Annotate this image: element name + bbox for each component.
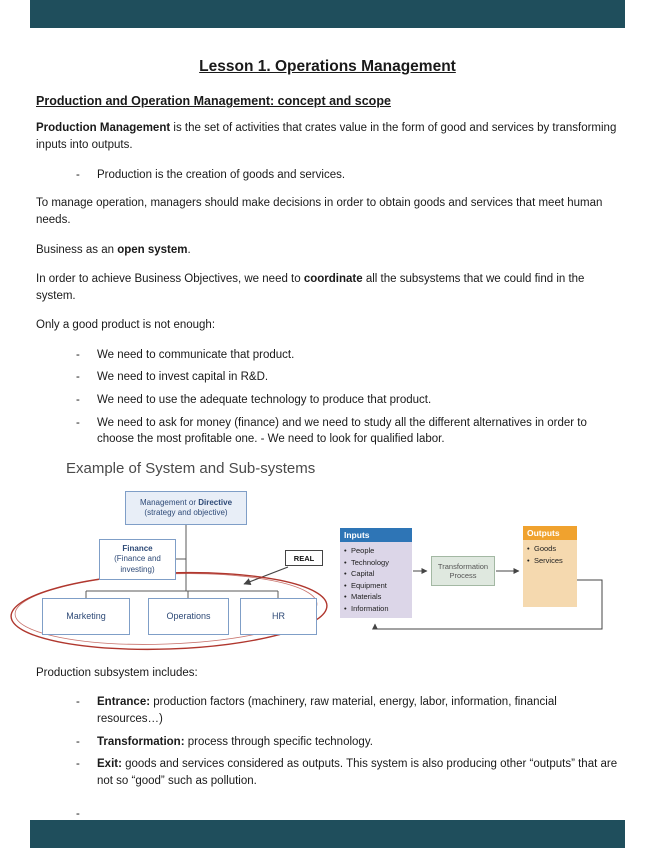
real-arrow	[243, 566, 289, 586]
list-item: We need to use the adequate technology t…	[76, 392, 619, 409]
feedback-loop-arrow	[372, 579, 603, 630]
inputs-item: Materials	[343, 591, 409, 603]
paragraph-good-product: Only a good product is not enough:	[36, 319, 216, 332]
diagram-title: Example of System and Sub-systems	[66, 460, 316, 478]
inputs-header: Inputs	[340, 528, 412, 543]
page-title: Lesson 1. Operations Management	[199, 58, 456, 75]
bold-text: coordinate	[303, 272, 363, 285]
inputs-item: Equipment	[343, 580, 409, 592]
org-chart-lines	[85, 525, 279, 599]
diagram-canvas: Management or Directive (strategy and ob…	[10, 483, 619, 655]
outputs-item: Services	[526, 555, 574, 567]
list-item: We need to communicate that product.	[76, 347, 619, 364]
list-item: Production is the creation of goods and …	[76, 167, 619, 184]
paragraph-manage-operation: To manage operation, managers should mak…	[36, 197, 603, 227]
needs-list: We need to communicate that product. We …	[76, 347, 619, 448]
bold-text: Production Management	[36, 122, 171, 134]
finance-label: Finance	[122, 543, 153, 553]
inputs-item: Capital	[343, 568, 409, 580]
system-subsystems-diagram: Example of System and Sub-systems	[10, 460, 619, 655]
operations-box: Operations	[148, 598, 229, 636]
dash-list: Production is the creation of goods and …	[76, 167, 619, 184]
list-item: Exit: goods and services considered as o…	[76, 756, 619, 789]
outputs-item: Goods	[526, 543, 574, 555]
outputs-list: Goods Services	[523, 540, 577, 608]
real-box: REAL	[285, 550, 323, 567]
page-edge-top	[30, 0, 625, 28]
document-content: Lesson 1. Operations Management Producti…	[10, 46, 619, 834]
marketing-box: Marketing	[42, 598, 130, 636]
list-item: Entrance: production factors (machinery,…	[76, 694, 619, 727]
transformation-process-box: Transformation Process	[431, 556, 495, 587]
finance-box: Finance (Finance and investing)	[99, 539, 176, 581]
section-heading: Production and Operation Management: con…	[36, 94, 391, 108]
page-edge-bottom	[30, 820, 625, 848]
empty-list-item: -	[76, 807, 80, 820]
list-item: Transformation: process through specific…	[76, 734, 619, 751]
management-sublabel: (strategy and objective)	[144, 508, 228, 518]
management-box: Management or Directive (strategy and ob…	[125, 491, 247, 526]
paragraph-production-subsystem: Production subsystem includes:	[36, 667, 198, 680]
production-list: Entrance: production factors (machinery,…	[76, 694, 619, 822]
paragraph-open-system: Business as an open system.	[36, 243, 191, 256]
paragraph-coordinate: In order to achieve Business Objectives,…	[36, 272, 585, 303]
outputs-card: Outputs Goods Services	[523, 526, 577, 608]
management-label: Management or Directive	[139, 497, 233, 507]
paragraph-text: is the set of activities that crates val…	[36, 122, 617, 152]
inputs-item: Information	[343, 603, 409, 615]
paragraph-production-management: Production Management is the set of acti…	[36, 120, 619, 155]
list-item: We need to invest capital in R&D.	[76, 369, 619, 386]
bold-text: open system	[117, 243, 188, 256]
finance-sublabel: (Finance and investing)	[114, 554, 161, 574]
inputs-card: Inputs People Technology Capital Equipme…	[340, 528, 412, 619]
inputs-item: People	[343, 545, 409, 557]
inputs-list: People Technology Capital Equipment Mate…	[340, 542, 412, 619]
inputs-item: Technology	[343, 557, 409, 569]
outputs-header: Outputs	[523, 526, 577, 541]
list-item: We need to ask for money (finance) and w…	[76, 415, 619, 448]
hr-box: HR	[240, 598, 317, 636]
